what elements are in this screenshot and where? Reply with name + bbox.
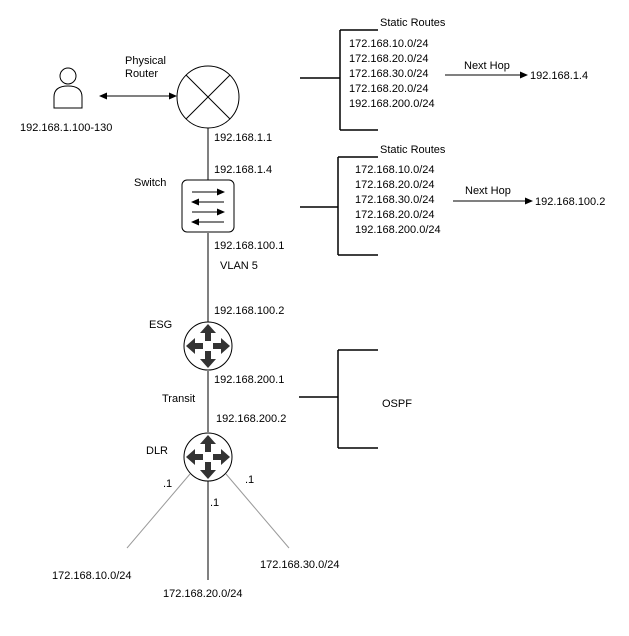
- dlr-mid-iface: .1: [210, 497, 219, 509]
- switch-icon: [181, 179, 235, 233]
- dlr-right-iface: .1: [245, 474, 254, 486]
- ospf-bracket: [299, 349, 378, 449]
- subnet-10-label: 172.168.10.0/24: [52, 570, 132, 582]
- static-routes-1-route: 172.168.20.0/24: [349, 53, 429, 65]
- static-routes-2-route: 172.168.30.0/24: [355, 194, 435, 206]
- next-hop-2-ip: 192.168.100.2: [535, 196, 605, 208]
- user-ip-label: 192.168.1.100-130: [20, 122, 112, 134]
- static-routes-1-route: 172.168.30.0/24: [349, 68, 429, 80]
- static-routes-1-bracket: [300, 29, 378, 131]
- esg-ip-bottom: 192.168.200.1: [214, 374, 284, 386]
- dlr-label: DLR: [146, 445, 168, 457]
- static-routes-2-bracket: [300, 156, 378, 256]
- physical-router-icon: [176, 65, 240, 129]
- esg-router-icon: [183, 321, 233, 371]
- link-dlr-subnet-30: [225, 473, 290, 549]
- next-hop-2-label: Next Hop: [465, 185, 511, 197]
- subnet-20-label: 172.168.20.0/24: [163, 588, 243, 600]
- static-routes-1-title: Static Routes: [380, 17, 446, 29]
- vlan-label: VLAN 5: [220, 260, 258, 272]
- switch-label: Switch: [134, 177, 166, 189]
- static-routes-1-route: 172.168.20.0/24: [349, 83, 429, 95]
- subnet-30-label: 172.168.30.0/24: [260, 559, 340, 571]
- next-hop-1-ip: 192.168.1.4: [530, 70, 588, 82]
- esg-label: ESG: [149, 319, 172, 331]
- static-routes-2-route: 172.168.20.0/24: [355, 179, 435, 191]
- static-routes-2-route: 172.168.10.0/24: [355, 164, 435, 176]
- link-dlr-subnet-10: [126, 473, 191, 549]
- static-routes-2-route: 172.168.20.0/24: [355, 209, 435, 221]
- user-icon: [53, 67, 83, 109]
- switch-ip-bottom: 192.168.100.1: [214, 240, 284, 252]
- router-label-line2: Router: [125, 68, 158, 80]
- next-hop-1-label: Next Hop: [464, 60, 510, 72]
- dlr-router-icon: [183, 432, 233, 482]
- router-label-line1: Physical: [125, 55, 166, 67]
- switch-ip-top: 192.168.1.4: [214, 164, 272, 176]
- static-routes-2-title: Static Routes: [380, 144, 446, 156]
- ospf-label: OSPF: [382, 398, 412, 410]
- static-routes-1-route: 192.168.200.0/24: [349, 98, 435, 110]
- transit-ip: 192.168.200.2: [216, 413, 286, 425]
- static-routes-1-route: 172.168.10.0/24: [349, 38, 429, 50]
- transit-label: Transit: [162, 393, 195, 405]
- dlr-left-iface: .1: [163, 478, 172, 490]
- router-ip-label: 192.168.1.1: [214, 132, 272, 144]
- esg-ip-top: 192.168.100.2: [214, 305, 284, 317]
- static-routes-2-route: 192.168.200.0/24: [355, 224, 441, 236]
